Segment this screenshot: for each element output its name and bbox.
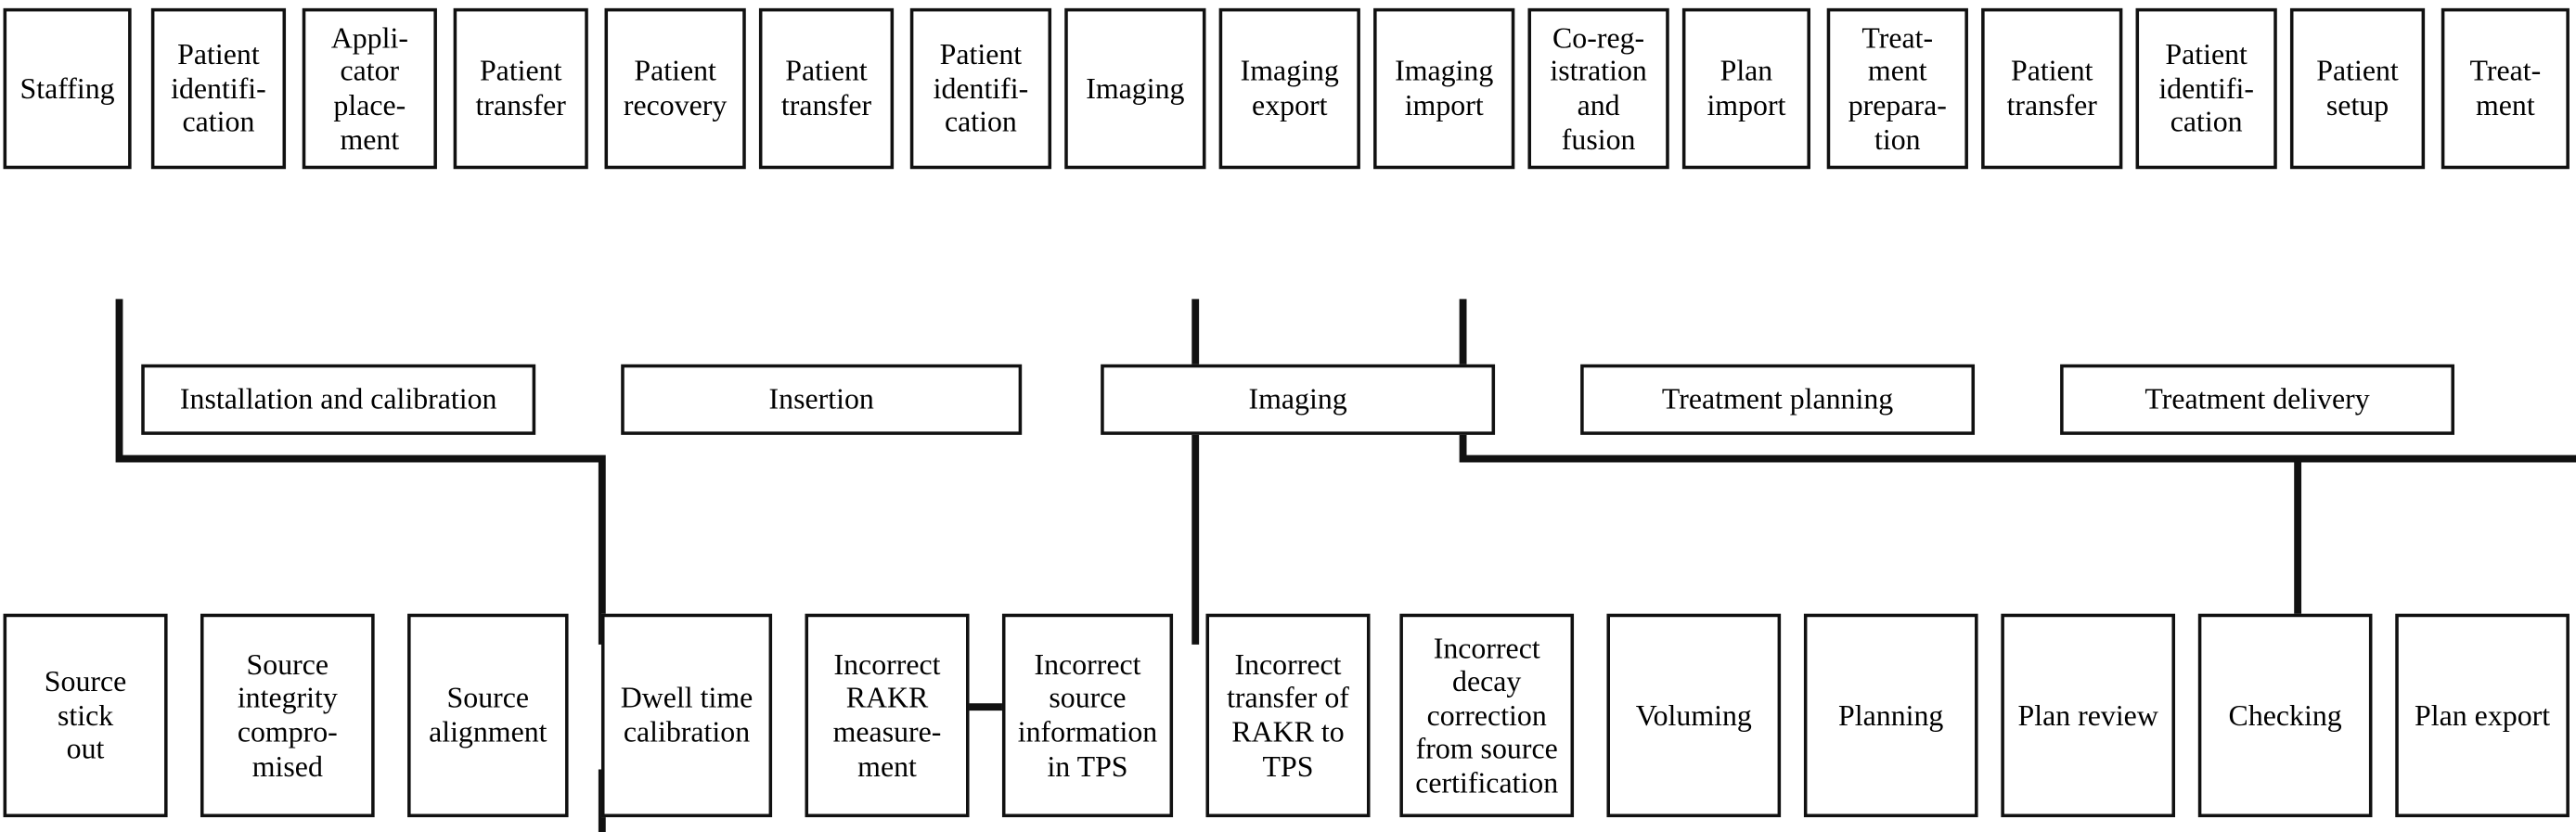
top-node-patient-transfer-1[interactable]: Patient transfer (453, 7, 588, 170)
top-node-patient-recovery[interactable]: Patient recovery (604, 7, 746, 170)
process-node-label: Treatment delivery (2145, 382, 2370, 416)
bottom-node-incorrect-transfer-of-rakr-to-tps[interactable]: Incorrect transfer of RAKR to TPS (1205, 613, 1371, 818)
link-staffing-to-installation (115, 299, 606, 645)
top-node-imaging[interactable]: Imaging (1064, 7, 1206, 170)
bottom-node-plan-review[interactable]: Plan review (2001, 613, 2176, 818)
bottom-node-label: Incorrect decay correction from source c… (1415, 631, 1559, 800)
bottom-node-label: Source alignment (429, 682, 547, 749)
top-node-label: Patient identifi- cation (171, 38, 266, 139)
top-node-label: Imaging export (1240, 55, 1339, 122)
bottom-node-label: Source integrity compro- mised (237, 647, 338, 783)
top-node-label: Staffing (19, 71, 115, 105)
top-node-label: Treat- ment (2469, 55, 2542, 122)
top-node-label: Co-reg- istration and fusion (1550, 20, 1647, 156)
top-node-label: Patient setup (2316, 55, 2399, 122)
top-node-label: Patient identifi- cation (2158, 38, 2254, 139)
process-node-label: Treatment planning (1661, 382, 1894, 416)
top-node-label: Patient recovery (623, 55, 728, 122)
process-node-installation-and-calibration[interactable]: Installation and calibration (141, 364, 536, 435)
bottom-node-label: Plan export (2415, 698, 2551, 732)
top-node-imaging-export[interactable]: Imaging export (1218, 7, 1360, 170)
process-node-treatment-delivery[interactable]: Treatment delivery (2060, 364, 2454, 435)
bottom-node-incorrect-source-information-in-tps[interactable]: Incorrect source information in TPS (1001, 613, 1174, 818)
top-node-plan-import[interactable]: Plan import (1681, 7, 1810, 170)
top-node-patient-identification-2[interactable]: Patient identifi- cation (909, 7, 1052, 170)
top-node-label: Patient transfer (475, 55, 566, 122)
bottom-node-label: Incorrect source information in TPS (1017, 647, 1158, 783)
bottom-node-label: Voluming (1635, 698, 1752, 732)
top-node-patient-transfer-2[interactable]: Patient transfer (758, 7, 895, 170)
top-node-patient-identification-3[interactable]: Patient identifi- cation (2135, 7, 2277, 170)
bottom-node-label: Dwell time calibration (620, 682, 753, 749)
bottom-node-planning[interactable]: Planning (1803, 613, 1978, 818)
top-node-label: Appli- cator place- ment (330, 20, 408, 156)
top-node-coregistration-and-fusion[interactable]: Co-reg- istration and fusion (1527, 7, 1669, 170)
top-node-label: Imaging import (1395, 55, 1494, 122)
bottom-node-label: Incorrect RAKR measure- ment (832, 647, 942, 783)
top-node-treatment[interactable]: Treat- ment (2441, 7, 2570, 170)
bottom-node-source-alignment[interactable]: Source alignment (407, 613, 569, 818)
top-node-applicator-placement[interactable]: Appli- cator place- ment (302, 7, 437, 170)
top-node-patient-setup[interactable]: Patient setup (2289, 7, 2426, 170)
process-node-imaging[interactable]: Imaging (1101, 364, 1496, 435)
bottom-node-dwell-time-calibration[interactable]: Dwell time calibration (600, 613, 773, 818)
process-node-label: Insertion (768, 382, 874, 416)
bottom-node-incorrect-decay-correction[interactable]: Incorrect decay correction from source c… (1399, 613, 1575, 818)
process-node-label: Installation and calibration (179, 382, 497, 416)
bottom-node-label: Checking (2228, 698, 2342, 732)
top-node-patient-transfer-3[interactable]: Patient transfer (1981, 7, 2123, 170)
top-node-imaging-import[interactable]: Imaging import (1373, 7, 1515, 170)
process-node-insertion[interactable]: Insertion (621, 364, 1023, 435)
bottom-node-voluming[interactable]: Voluming (1606, 613, 1782, 818)
bottom-node-label: Incorrect transfer of RAKR to TPS (1227, 647, 1349, 783)
top-node-label: Treat- ment prepara- tion (1848, 20, 1947, 156)
top-node-patient-identification-1[interactable]: Patient identifi- cation (150, 7, 287, 170)
bottom-node-incorrect-rakr-measurement[interactable]: Incorrect RAKR measure- ment (805, 613, 970, 818)
bottom-node-label: Plan review (2017, 698, 2158, 732)
process-node-treatment-planning[interactable]: Treatment planning (1580, 364, 1976, 435)
bottom-node-plan-export[interactable]: Plan export (2395, 613, 2570, 818)
bottom-node-label: Planning (1838, 698, 1944, 732)
top-node-label: Patient transfer (780, 55, 872, 122)
top-node-label: Plan import (1707, 55, 1786, 122)
top-node-label: Imaging (1086, 71, 1185, 105)
top-node-label: Patient transfer (2006, 55, 2097, 122)
process-node-label: Imaging (1248, 382, 1347, 416)
bottom-node-checking[interactable]: Checking (2197, 613, 2373, 818)
top-node-staffing[interactable]: Staffing (3, 7, 132, 170)
top-node-label: Patient identifi- cation (933, 38, 1029, 139)
top-node-treatment-preparation[interactable]: Treat- ment prepara- tion (1826, 7, 1968, 170)
bottom-node-label: Source stick out (44, 664, 127, 765)
bottom-node-source-integrity-compromised[interactable]: Source integrity compro- mised (200, 613, 375, 818)
bottom-node-source-stick-out[interactable]: Source stick out (3, 613, 168, 818)
